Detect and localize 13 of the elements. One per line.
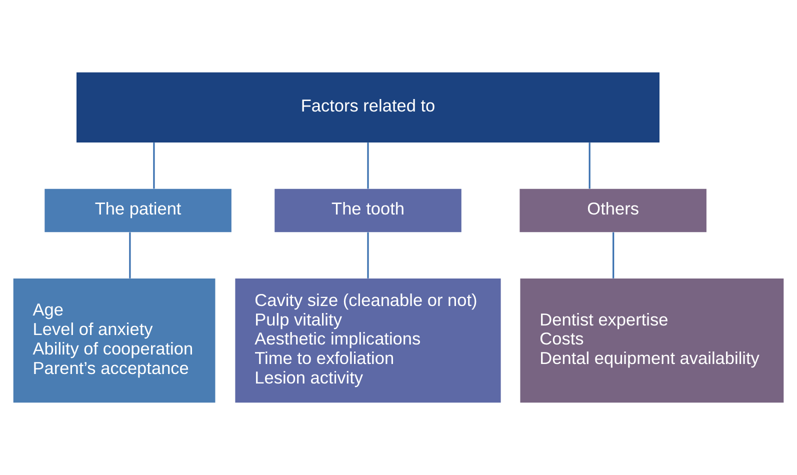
node-box: The tooth [274, 188, 462, 232]
connector [588, 142, 590, 189]
node-box: Cavity size (cleanable or not) Pulp vitality Aesthetic implications Time to exfoliation Lesion activity [235, 278, 501, 403]
node-box: Age Level of anxiety Ability of cooperation Parent’s acceptance [13, 278, 216, 403]
connector [612, 232, 614, 278]
connector [129, 232, 131, 278]
connector [153, 142, 155, 189]
connector [367, 142, 369, 189]
node-box: Others [520, 188, 706, 232]
connector [367, 232, 369, 278]
node-box: Factors related to [76, 72, 660, 142]
node-box: Dentist expertise Costs Dental equipment availability [520, 278, 784, 403]
node-box: The patient [44, 188, 232, 232]
